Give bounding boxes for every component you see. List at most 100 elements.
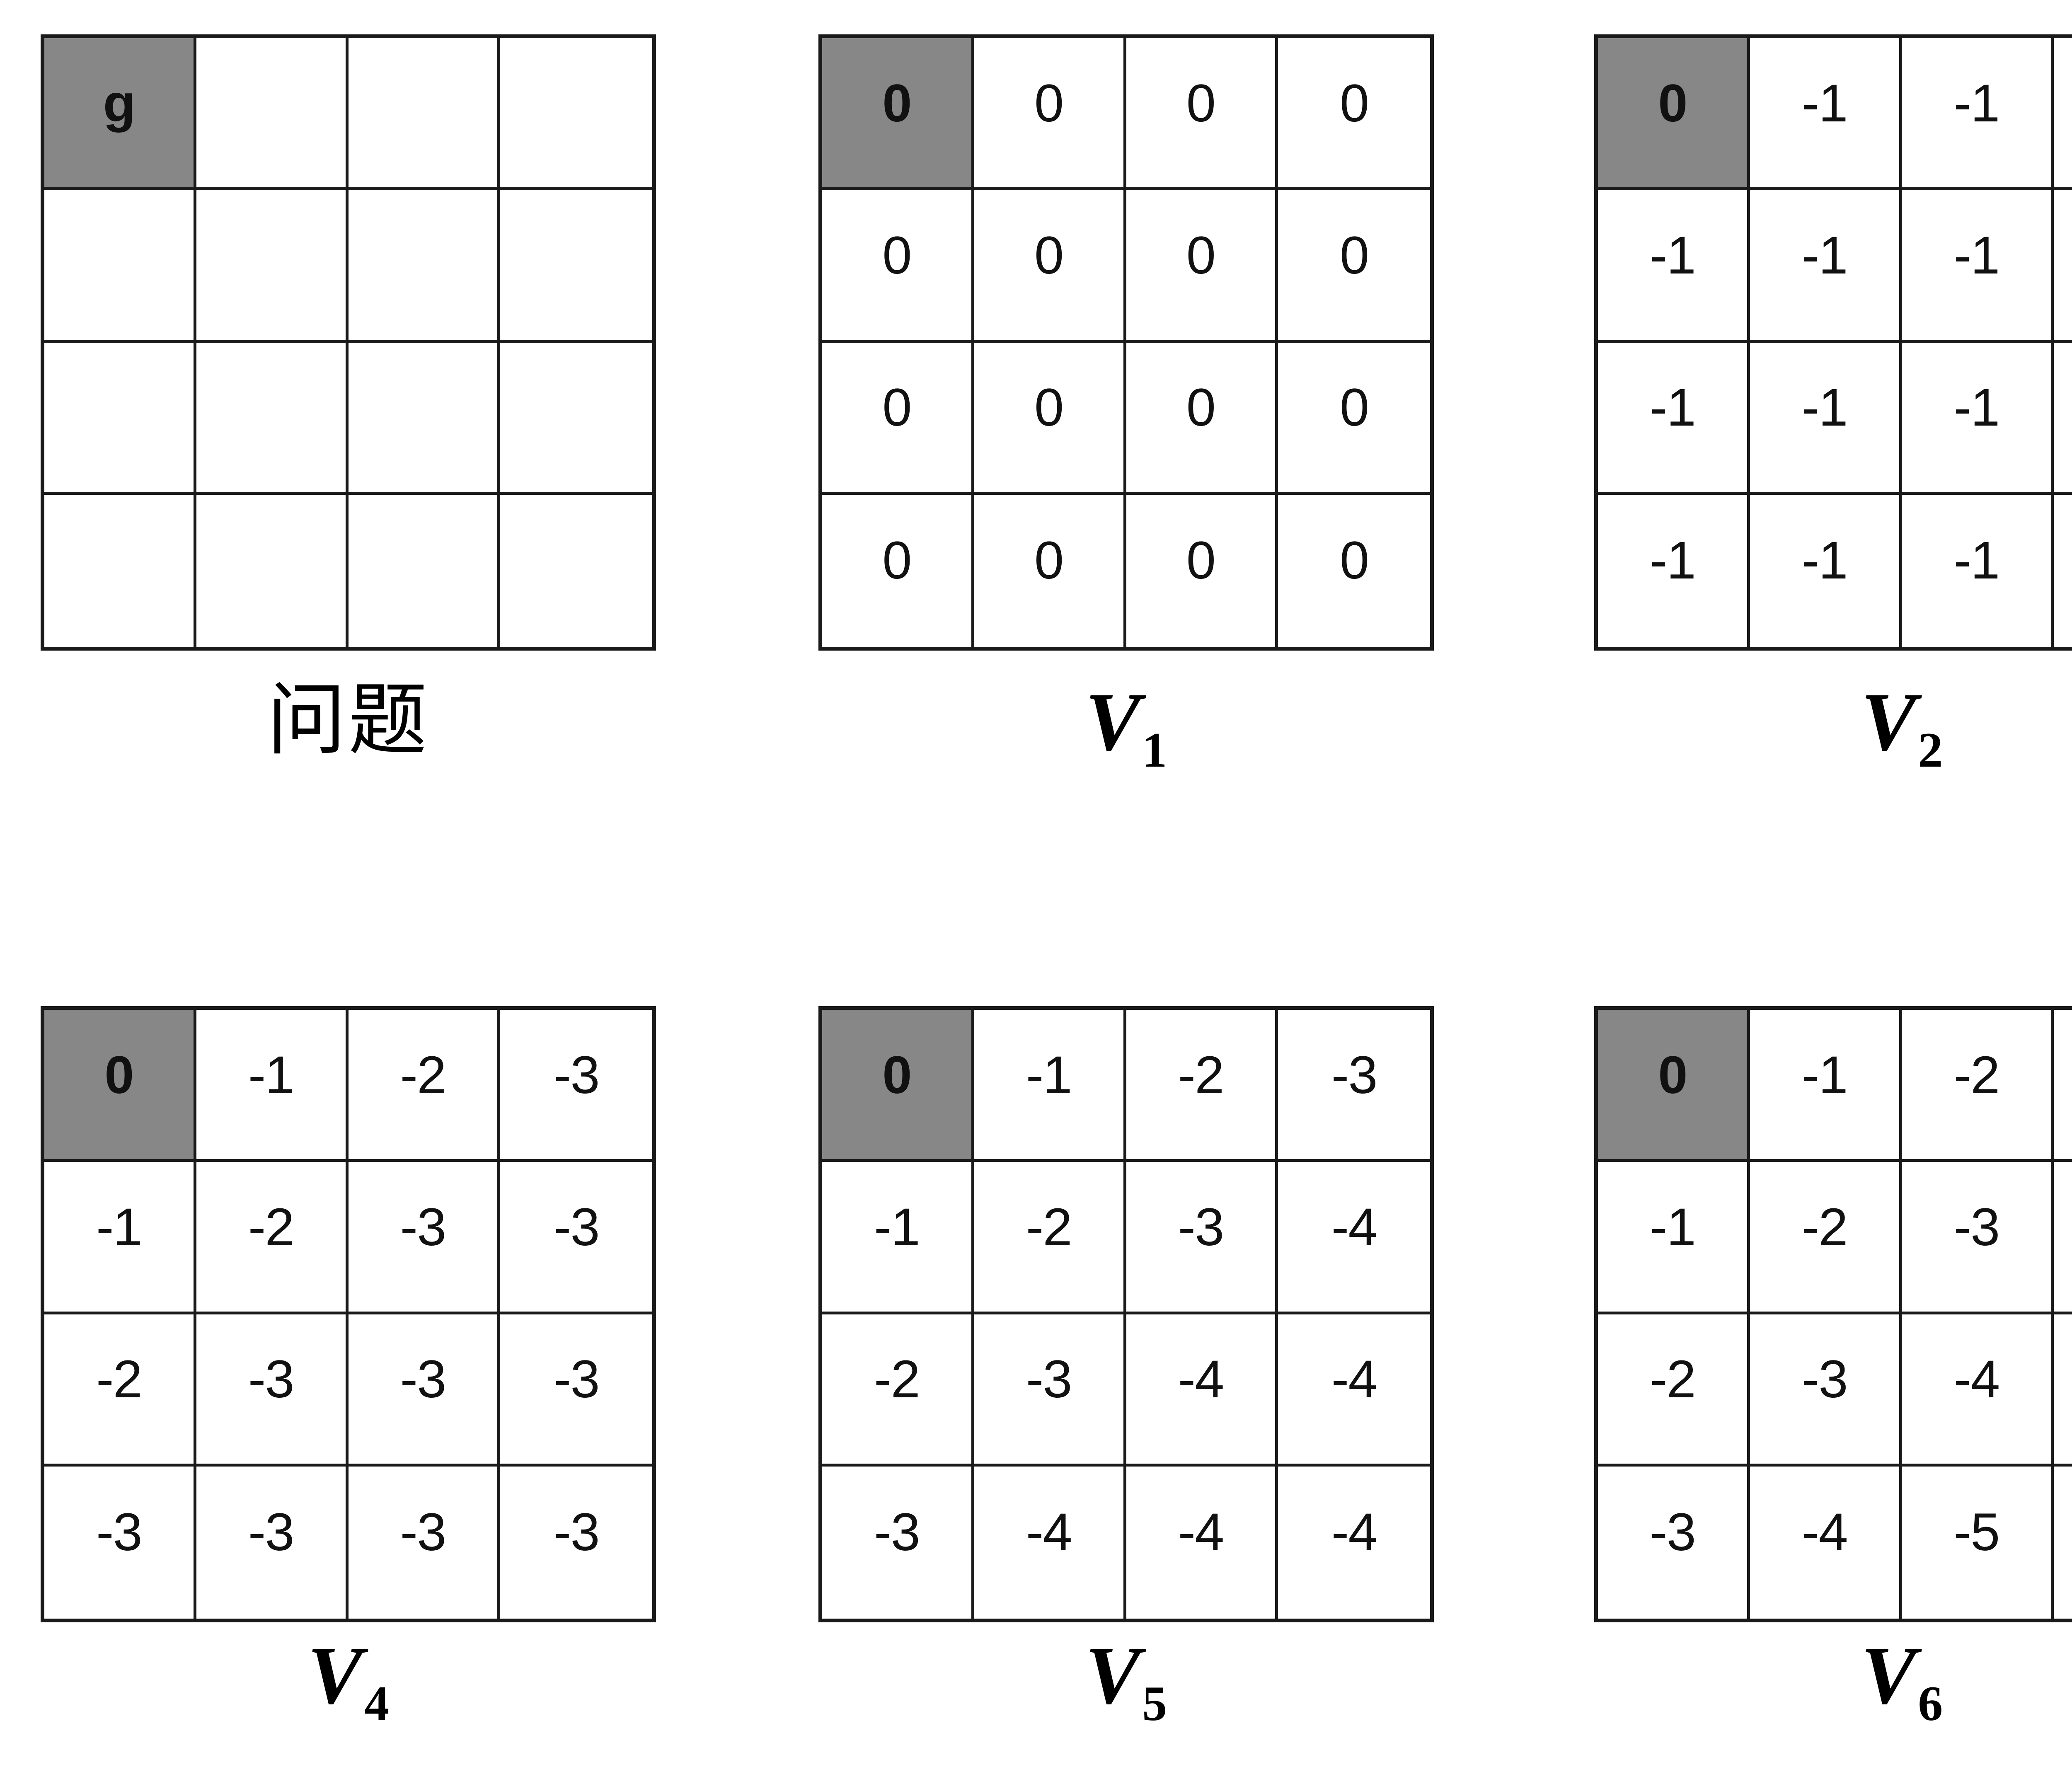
cell-value: 0 (1186, 378, 1216, 438)
grid-cell: 0 (1126, 342, 1278, 495)
grid-cell: -1 (2054, 38, 2072, 191)
cell-value: 0 (882, 1045, 912, 1105)
grid-cell (500, 38, 652, 191)
grid-cell: -4 (1902, 1314, 2054, 1467)
cell-value: 0 (1340, 73, 1369, 133)
cell-value: -1 (2054, 229, 2072, 282)
cell-value: 0 (1658, 1045, 1687, 1105)
grid-cell: -1 (1598, 342, 1750, 495)
caption-subscript: 2 (1918, 722, 1943, 777)
grid-cell: -1 (822, 1162, 974, 1314)
cell-value: -1 (1801, 225, 1848, 285)
grid-cell: -2 (1598, 1314, 1750, 1467)
cell-value: -2 (96, 1350, 143, 1409)
grid-cell: -1 (1750, 342, 1902, 495)
grid-cell (348, 190, 501, 343)
cell-value: -3 (553, 1045, 600, 1105)
grid-cell: -4 (974, 1466, 1126, 1619)
grid-v5: 0-1-2-3-1-2-3-4-2-3-4-4-3-4-4-4 (818, 1006, 1434, 1622)
grid-cell: -1 (1750, 190, 1902, 343)
cell-value: -1 (1953, 225, 2000, 285)
cell-value: -5 (2054, 1506, 2072, 1559)
cell-value: -3 (96, 1503, 143, 1562)
cell-value: -1 (1649, 531, 1696, 591)
grid-cell: -1 (974, 1010, 1126, 1162)
grid-cell: -1 (2054, 494, 2072, 647)
caption-subscript: 4 (364, 1676, 390, 1731)
cell-value: -4 (1331, 1197, 1378, 1257)
cell-value: -1 (1649, 1197, 1696, 1257)
cell-value: 0 (1034, 225, 1064, 285)
cell-value: -3 (248, 1503, 295, 1562)
grid-cell: -3 (1750, 1314, 1902, 1467)
grid-cell (196, 494, 349, 647)
cell-value: -1 (1026, 1045, 1072, 1105)
grid-cell: -3 (500, 1010, 652, 1162)
caption-v6: V6 (1594, 1634, 2072, 1728)
cell-value: -2 (1026, 1197, 1072, 1257)
grid-v6: 0-1-2-3-1-2-3-4-2-3-4-5-3-4-5-5 (1594, 1006, 2072, 1622)
cell-value: -1 (1649, 225, 1696, 285)
grid-cell: 0 (1278, 342, 1430, 495)
grid-cell: -5 (2054, 1466, 2072, 1619)
cell-value: -4 (1026, 1503, 1072, 1562)
grid-cell: 0 (822, 1010, 974, 1162)
caption-symbol: V2 (1861, 681, 1943, 775)
cell-value: -1 (2054, 534, 2072, 587)
grid-cell: -3 (348, 1466, 501, 1619)
cell-value: -3 (1953, 1197, 2000, 1257)
grid-cell: -5 (1902, 1466, 2054, 1619)
cell-value: -3 (1801, 1350, 1848, 1409)
grid-cell: 0 (974, 190, 1126, 343)
grid-cell: -3 (196, 1466, 349, 1619)
cell-value: 0 (1186, 73, 1216, 133)
grid-cell (500, 342, 652, 495)
cell-value: -3 (1178, 1197, 1224, 1257)
cell-value: -4 (1178, 1503, 1224, 1562)
grid-cell: 0 (822, 190, 974, 343)
cell-value: -2 (248, 1197, 295, 1257)
grid-cell: 0 (1126, 494, 1278, 647)
grid-cell: -3 (348, 1314, 501, 1467)
caption-symbol: V5 (1085, 1634, 1167, 1728)
cell-value: -4 (1331, 1350, 1378, 1409)
grid-cell: -2 (44, 1314, 196, 1467)
grid-cell: -4 (1126, 1466, 1278, 1619)
grid-cell: -1 (2054, 342, 2072, 495)
grid-cell: -3 (1126, 1162, 1278, 1314)
caption-base: V (1861, 1630, 1917, 1721)
panel-v5: 0-1-2-3-1-2-3-4-2-3-4-4-3-4-4-4 V5 (818, 1006, 1434, 1728)
grid-v4: 0-1-2-3-1-2-3-3-2-3-3-3-3-3-3-3 (41, 1006, 656, 1622)
cell-value: -1 (1801, 1045, 1848, 1105)
caption-v1: V1 (818, 681, 1434, 775)
caption-base: V (307, 1630, 363, 1721)
caption-v5: V5 (818, 1634, 1434, 1728)
grid-cell: -3 (822, 1466, 974, 1619)
grid-cell: 0 (1126, 190, 1278, 343)
cell-value: -4 (1953, 1350, 2000, 1409)
grid-cell (500, 190, 652, 343)
grid-cell: -2 (1750, 1162, 1902, 1314)
cell-value: 0 (104, 1045, 134, 1105)
grid-cell (500, 494, 652, 647)
caption-subscript: 1 (1142, 722, 1167, 777)
cell-value: -1 (1801, 73, 1848, 133)
panel-v6: 0-1-2-3-1-2-3-4-2-3-4-5-3-4-5-5 V6 (1594, 1006, 2072, 1728)
caption-subscript: 5 (1142, 1676, 1167, 1731)
caption-symbol: V4 (307, 1634, 389, 1728)
caption-subscript: 6 (1918, 1676, 1943, 1731)
panel-v4: 0-1-2-3-1-2-3-3-2-3-3-3-3-3-3-3 V4 (41, 1006, 656, 1728)
cell-value: -3 (400, 1197, 446, 1257)
caption-problem: 问题 (41, 681, 656, 760)
cell-value: 0 (1340, 531, 1369, 591)
grid-cell: -1 (44, 1162, 196, 1314)
grid-cell: -1 (1598, 190, 1750, 343)
cell-value: -3 (553, 1503, 600, 1562)
grid-cell: -1 (1750, 38, 1902, 191)
grid-cell: -3 (1278, 1010, 1430, 1162)
cell-value: -5 (1953, 1503, 2000, 1562)
grid-cell: 0 (1278, 190, 1430, 343)
cell-value: -3 (2054, 1049, 2072, 1102)
